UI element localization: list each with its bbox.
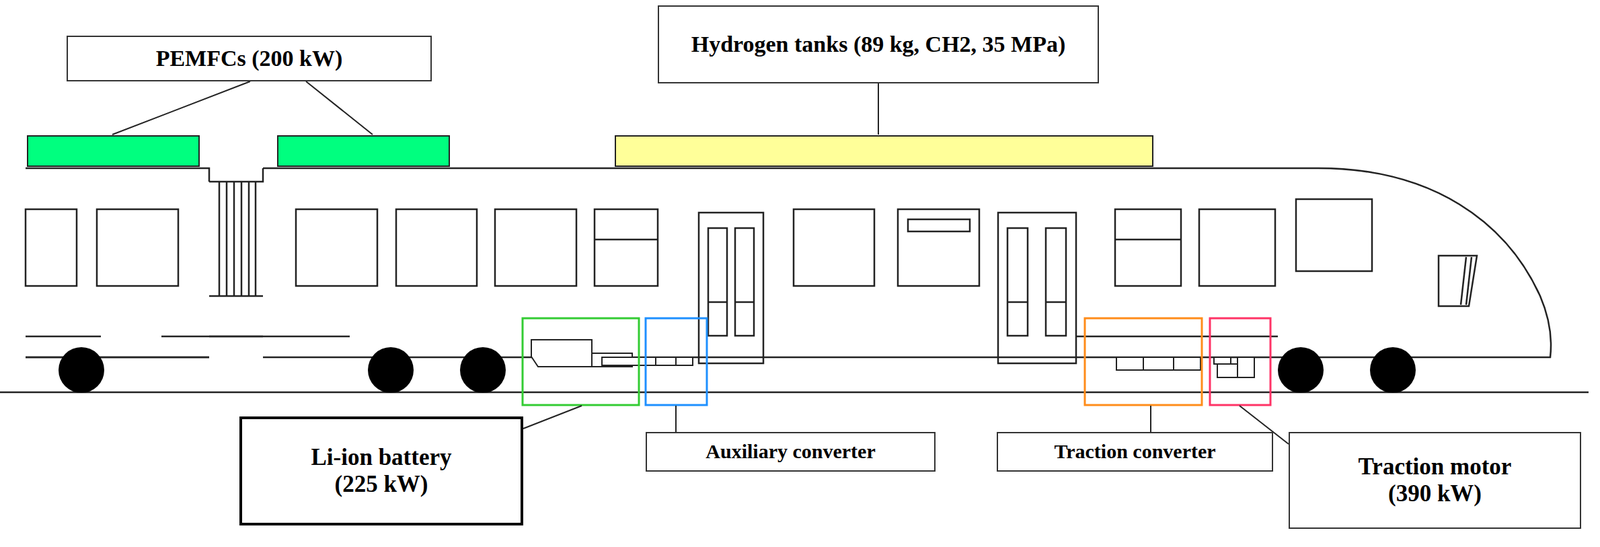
hydrogen-tank <box>615 135 1153 167</box>
label-text: Traction motor (390 kW) <box>1345 453 1525 508</box>
left-car-body <box>25 168 210 358</box>
label-text: Li-ion battery (225 kW) <box>297 443 466 499</box>
label-box: Auxiliary converter <box>645 431 936 472</box>
pemfc-module <box>27 135 200 167</box>
label-text: Auxiliary converter <box>705 439 875 464</box>
wheels <box>58 347 1416 393</box>
underbody-line <box>25 335 1278 338</box>
rail <box>0 391 1589 394</box>
traction-motor-highlight <box>1209 318 1271 405</box>
label-box: Li-ion battery (225 kW) <box>239 416 524 526</box>
leader-lines <box>112 81 1289 444</box>
gangway <box>209 168 263 182</box>
label-box: Hydrogen tanks (89 kg, CH2, 35 MPa) <box>657 5 1099 84</box>
pemfc-module <box>277 135 450 167</box>
doors <box>698 212 1077 364</box>
battery-highlight <box>522 318 639 405</box>
label-text: Hydrogen tanks (89 kg, CH2, 35 MPa) <box>691 30 1066 58</box>
label-text: PEMFCs (200 kW) <box>156 45 344 72</box>
gangway-bellows <box>209 181 263 296</box>
label-box: Traction motor (390 kW) <box>1288 431 1582 529</box>
aux-converter-highlight <box>645 318 707 405</box>
windows <box>25 199 1477 307</box>
traction-converter-highlight <box>1084 318 1202 405</box>
label-box: Traction converter <box>996 431 1274 472</box>
underframe <box>25 336 263 358</box>
label-text: Traction converter <box>1053 439 1216 464</box>
label-box: PEMFCs (200 kW) <box>66 35 432 82</box>
right-car-body <box>262 168 1551 358</box>
